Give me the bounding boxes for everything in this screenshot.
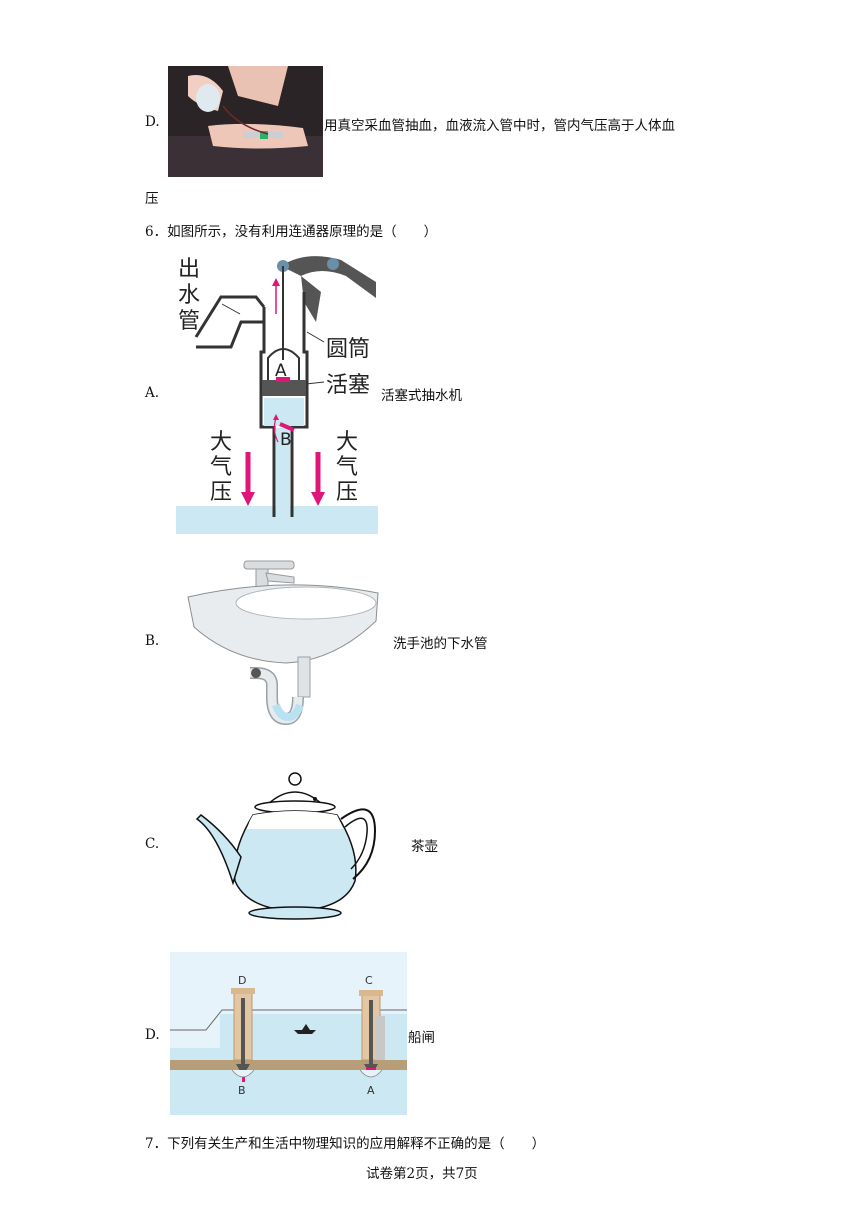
q6-option-c-caption: 茶壶 <box>411 839 438 855</box>
atm-right-1: 大 <box>336 430 358 455</box>
atm-right-3: 压 <box>336 480 358 505</box>
atm-left-1: 大 <box>210 430 232 455</box>
question-6-stem: 6．如图所示，没有利用连通器原理的是（ ） <box>145 224 438 240</box>
q6-option-a-caption: 活塞式抽水机 <box>381 388 462 404</box>
piston-label: 活塞 <box>326 373 370 398</box>
atm-right-2: 气 <box>336 455 358 480</box>
outlet-label-3: 管 <box>178 309 200 334</box>
outlet-label-2: 水 <box>178 283 200 308</box>
q6-option-a-letter: A. <box>145 385 160 401</box>
cylinder-label: 圆筒 <box>326 337 370 362</box>
valve-a-mark <box>276 377 290 382</box>
ship-lock-figure: D C B A <box>170 952 407 1115</box>
atm-left-2: 气 <box>210 455 232 480</box>
piston-pump-figure: 出 水 管 圆筒 活塞 A B 大 气 压 大 气 压 <box>176 256 378 534</box>
question-7-stem: 7．下列有关生产和生活中物理知识的应用解释不正确的是（ ） <box>145 1136 546 1152</box>
q6-option-d-letter: D. <box>145 1027 160 1043</box>
q5-option-d-text: 用真空采血管抽血，血液流入管中时，管内气压高于人体血 <box>324 118 675 134</box>
page-footer: 试卷第2页，共7页 <box>366 1166 478 1182</box>
valve-b-label: B <box>280 430 292 450</box>
gate-d-label: D <box>238 974 246 987</box>
valve-b-label: B <box>238 1084 246 1097</box>
teapot-figure <box>195 772 377 920</box>
outlet-label-1: 出 <box>178 257 200 282</box>
gate-c-label: C <box>365 974 373 987</box>
sink-drain-figure <box>187 560 379 726</box>
q6-option-d-caption: 船闸 <box>408 1030 435 1046</box>
q6-option-c-letter: C. <box>145 836 160 852</box>
q6-option-b-caption: 洗手池的下水管 <box>393 636 488 652</box>
valve-a-label: A <box>367 1084 375 1097</box>
water-surface <box>176 506 378 534</box>
q5-option-d-letter: D. <box>145 114 160 130</box>
valve-a-label: A <box>275 361 287 381</box>
q5-option-d-text-cont: 压 <box>145 191 159 207</box>
atm-left-3: 压 <box>210 480 232 505</box>
blood-draw-photo <box>168 66 323 177</box>
q6-option-b-letter: B. <box>145 633 160 649</box>
